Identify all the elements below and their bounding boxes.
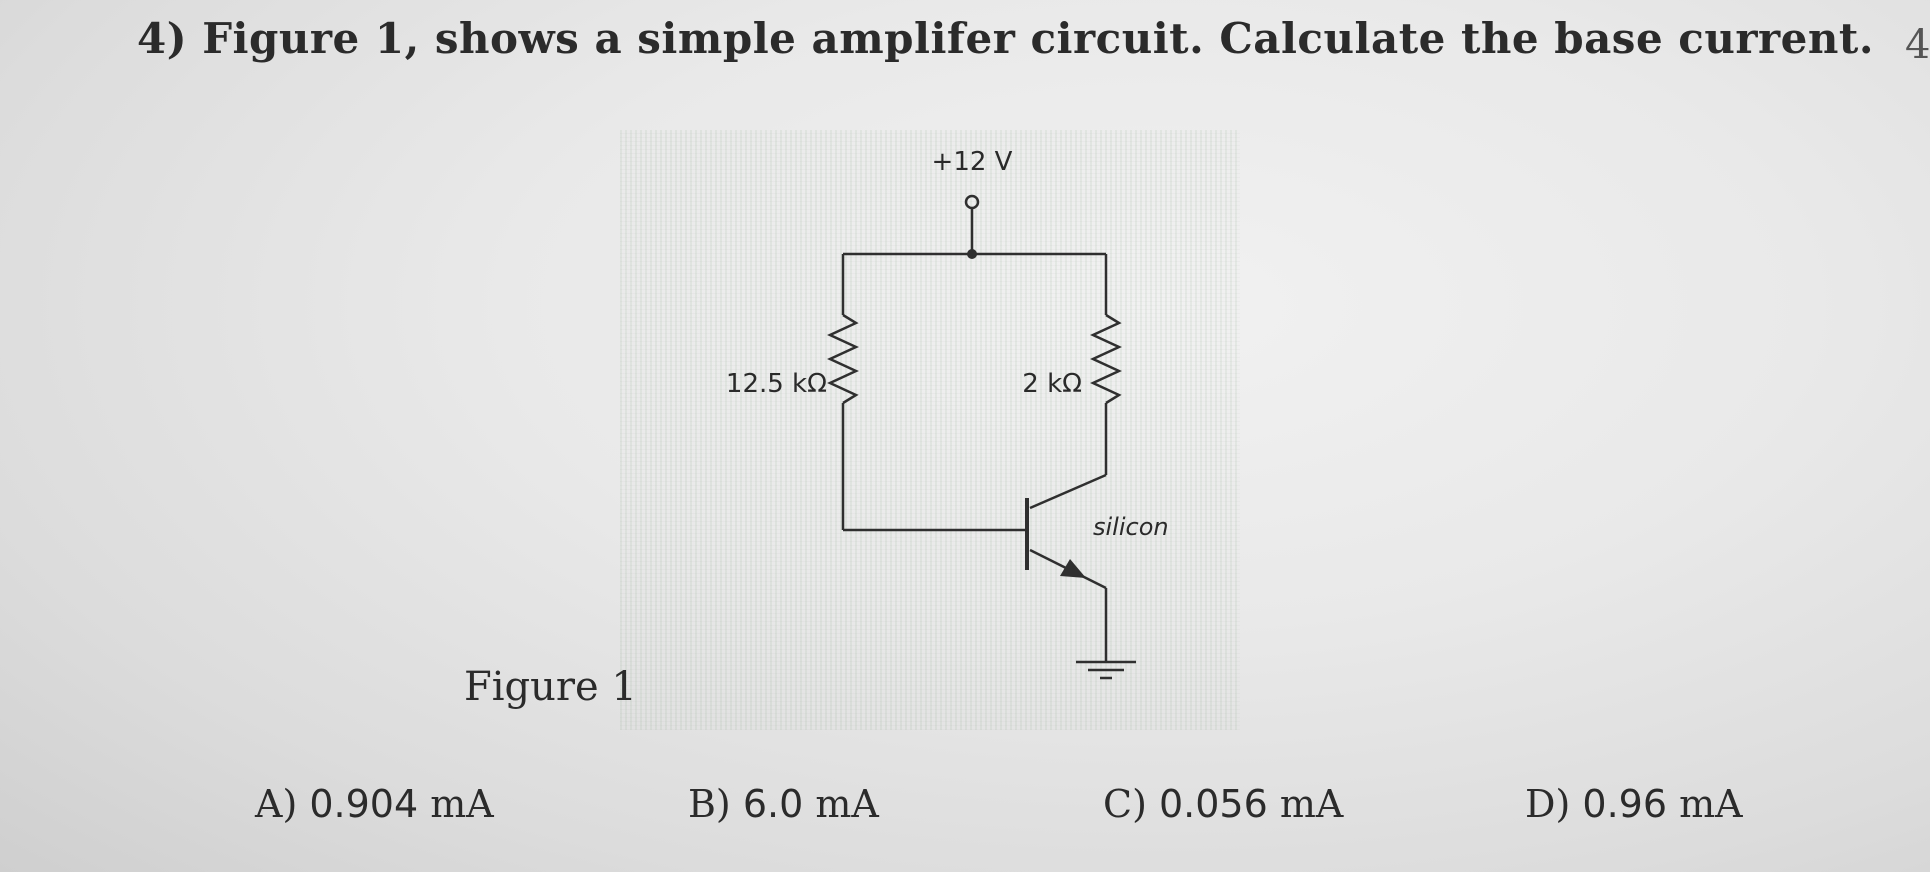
supply-terminal-icon — [964, 194, 980, 210]
answer-choice-d[interactable]: D) 0.96 mA — [1525, 782, 1743, 826]
collector-resistor-icon — [1090, 313, 1122, 405]
circuit-diagram: +12 V 12.5 kΩ 2 kΩ silicon — [726, 147, 1169, 680]
collector-resistor-label: 2 kΩ — [1022, 369, 1082, 399]
choice-unit: mA — [815, 782, 879, 826]
figure-caption: Figure 1 — [464, 664, 637, 710]
choice-letter: C) — [1103, 782, 1147, 826]
base-resistor-icon — [827, 313, 859, 405]
choice-letter: B) — [688, 782, 731, 826]
answer-choice-c[interactable]: C) 0.056 mA — [1103, 782, 1343, 826]
cropped-margin-mark: 4 — [1905, 22, 1930, 68]
choice-letter: D) — [1525, 782, 1571, 826]
choice-letter: A) — [255, 782, 298, 826]
question-text: 4) Figure 1, shows a simple amplifer cir… — [137, 14, 1874, 63]
base-resistor-label: 12.5 kΩ — [726, 369, 827, 399]
supply-label: +12 V — [932, 147, 1013, 177]
emitter-arrow-icon — [1060, 559, 1086, 578]
choice-value: 0.904 — [309, 782, 419, 826]
choice-value: 6.0 — [742, 782, 804, 826]
figure-background — [620, 130, 1240, 730]
junction-dot — [967, 249, 977, 259]
choice-unit: mA — [1279, 782, 1344, 826]
choice-unit: mA — [430, 782, 494, 826]
answer-choice-a[interactable]: A) 0.904 mA — [255, 782, 494, 826]
transistor-label: silicon — [1093, 513, 1169, 541]
answer-choice-b[interactable]: B) 6.0 mA — [688, 782, 879, 826]
choice-value: 0.96 — [1582, 782, 1667, 826]
collector-lead — [1029, 473, 1107, 510]
choice-unit: mA — [1679, 782, 1743, 826]
circuit-figure: +12 V 12.5 kΩ 2 kΩ silicon — [620, 130, 1240, 730]
choice-value: 0.056 — [1159, 782, 1268, 826]
